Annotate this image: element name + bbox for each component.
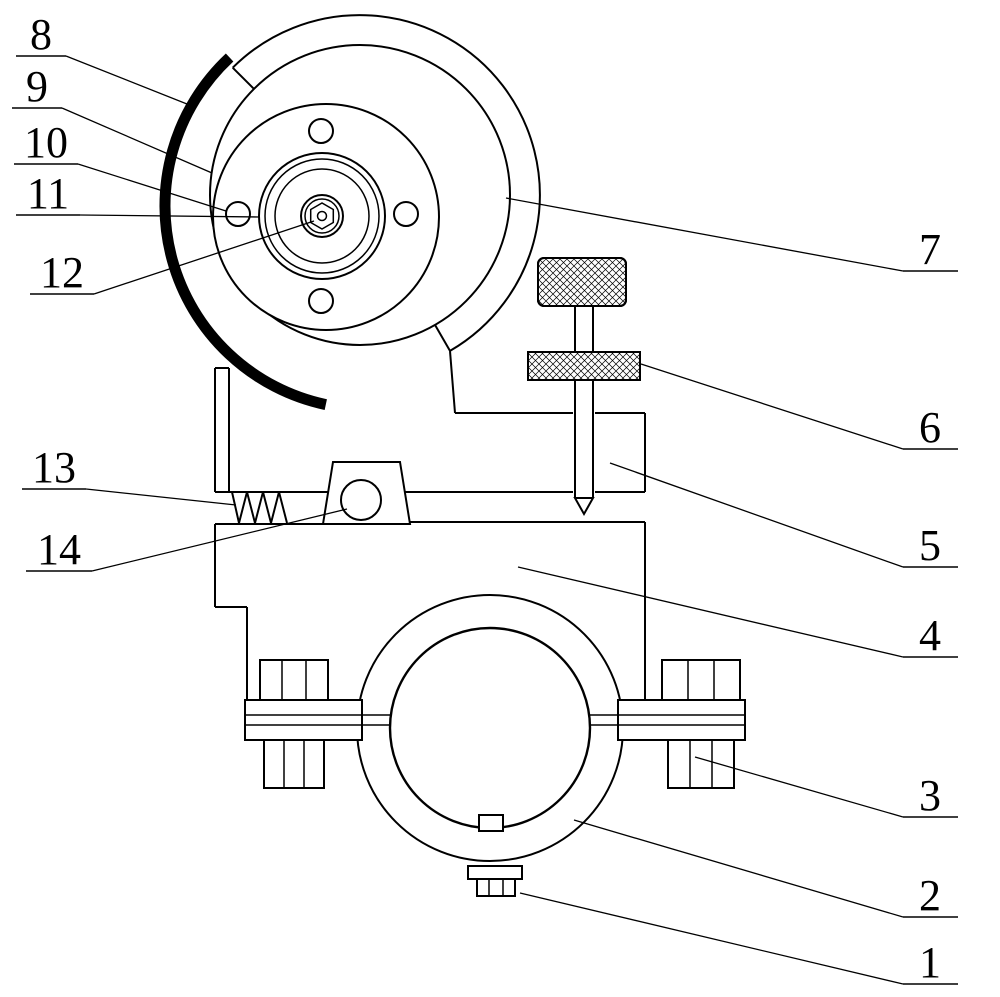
leader-line-10 bbox=[77, 163, 227, 212]
screw-tip bbox=[573, 497, 595, 517]
label-6: 6 bbox=[919, 403, 941, 452]
leader-line-9 bbox=[61, 107, 213, 174]
label-2: 2 bbox=[919, 871, 941, 920]
hub-outer-ring bbox=[258, 152, 386, 280]
hub-hole-bottom bbox=[308, 288, 334, 314]
leader-line-11 bbox=[79, 214, 261, 218]
label-8: 8 bbox=[30, 10, 52, 59]
label-11: 11 bbox=[27, 169, 69, 218]
pipe bbox=[388, 626, 592, 830]
bolt-head bbox=[661, 659, 741, 701]
pipe-key-notch bbox=[478, 814, 504, 832]
label-13: 13 bbox=[32, 443, 76, 492]
clamp-bolt-right bbox=[661, 659, 741, 789]
bolt-nut bbox=[667, 739, 735, 789]
bolt-washer bbox=[467, 865, 523, 880]
bolt-head bbox=[259, 659, 329, 701]
leader-line-13 bbox=[85, 488, 237, 506]
label-7: 7 bbox=[919, 225, 941, 274]
brake-band bbox=[159, 53, 327, 410]
leader-line-3 bbox=[694, 756, 904, 818]
clamp-flange-left bbox=[244, 699, 363, 741]
bottom-bolt bbox=[467, 865, 523, 897]
leader-line-2 bbox=[573, 819, 904, 918]
leader-line-5 bbox=[609, 462, 904, 568]
hub-hole-right bbox=[393, 201, 419, 227]
hub-hole-top bbox=[308, 118, 334, 144]
leader-line-14 bbox=[91, 508, 348, 572]
callouts: 8 9 10 11 12 13 14 7 6 5 4 3 bbox=[12, 10, 958, 987]
leader-line-12 bbox=[93, 220, 315, 295]
spring bbox=[231, 491, 288, 524]
lower-bracket-arm bbox=[214, 521, 646, 700]
leader-line-7 bbox=[505, 197, 904, 272]
label-9: 9 bbox=[26, 62, 48, 111]
label-4: 4 bbox=[919, 611, 941, 660]
hub-bore bbox=[300, 194, 344, 238]
leader-line-4 bbox=[517, 566, 904, 658]
hub bbox=[258, 152, 386, 280]
screw-shaft-mask bbox=[573, 306, 595, 502]
hub-hole-left bbox=[225, 201, 251, 227]
wheel-holes bbox=[225, 118, 419, 314]
leader-line-6 bbox=[640, 363, 904, 450]
pivot-pin bbox=[340, 479, 382, 521]
leader-line-1 bbox=[519, 892, 904, 985]
clamp-bolt-left bbox=[259, 659, 329, 789]
label-1: 1 bbox=[919, 938, 941, 987]
label-12: 12 bbox=[40, 248, 84, 297]
label-3: 3 bbox=[919, 771, 941, 820]
leader-line-8 bbox=[65, 55, 193, 107]
thumb-screw bbox=[527, 257, 641, 517]
label-5: 5 bbox=[919, 521, 941, 570]
knurled-knob bbox=[537, 257, 627, 307]
knurled-disc bbox=[527, 351, 641, 381]
bolt-head bbox=[476, 878, 516, 897]
label-14: 14 bbox=[37, 525, 81, 574]
bolt-nut bbox=[263, 739, 325, 789]
label-10: 10 bbox=[24, 118, 68, 167]
clamp-flange-right bbox=[617, 699, 746, 741]
